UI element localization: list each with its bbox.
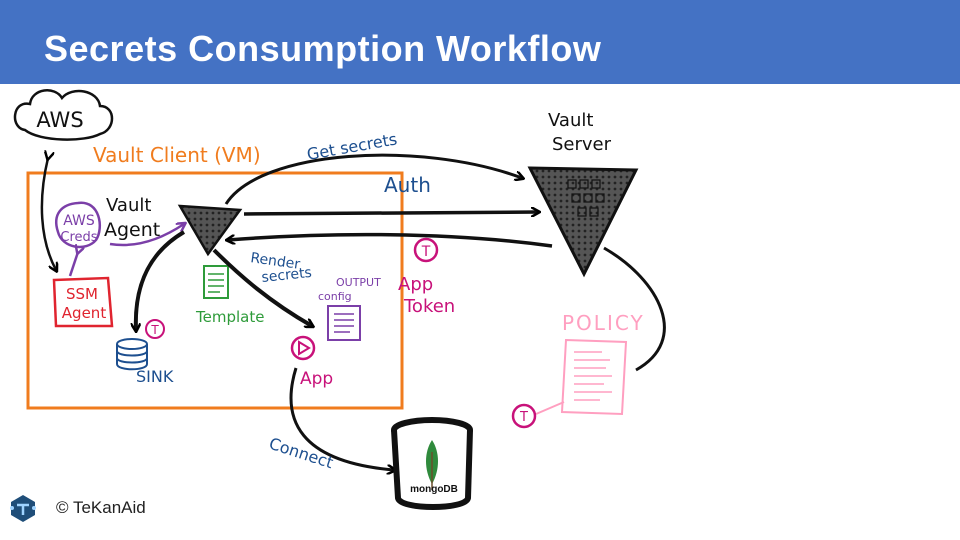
vault-client-vm-box — [26, 171, 404, 410]
render-secrets-arrow — [212, 248, 312, 326]
output-config-label-2: config — [318, 290, 352, 303]
app-label: App — [300, 369, 333, 389]
connect-label: Connect — [267, 434, 336, 473]
vault-agent-triangle — [177, 204, 243, 257]
aws-ssm-arrow — [40, 158, 56, 270]
auth-arrow — [243, 212, 538, 214]
vault-server-triangle — [527, 166, 639, 278]
template-document-icon — [203, 265, 229, 299]
agent-sink-arrow — [136, 230, 186, 330]
policy-label: POLICY — [562, 311, 645, 335]
mongodb-cylinder-icon — [391, 417, 473, 510]
svg-text:Creds: Creds — [60, 230, 97, 245]
tekanaid-logo-icon — [10, 495, 36, 522]
app-token-label-1: App — [398, 274, 433, 295]
ssm-agent: SSM Agent — [52, 276, 114, 328]
output-config-document-icon — [327, 305, 361, 341]
get-secrets-label: Get secrets — [305, 129, 398, 164]
page-title: Secrets Consumption Workflow — [44, 28, 602, 69]
svg-text:SSM: SSM — [66, 285, 98, 303]
policy-token-link — [535, 401, 565, 415]
app-token-badge: T — [413, 237, 439, 263]
vault-server-grid-icon — [567, 179, 605, 217]
policy-document-icon — [560, 338, 628, 416]
vault-agent-label-2: Agent — [104, 219, 160, 241]
aws-cloud: AWS — [13, 89, 114, 141]
vault-agent-label-1: Vault — [106, 195, 151, 216]
connect-arrow — [289, 367, 394, 470]
svg-text:T: T — [150, 323, 159, 337]
sink-db-icon — [116, 338, 148, 371]
template-label: Template — [195, 308, 264, 326]
sink-token-badge: T — [145, 319, 165, 339]
render-secrets-label-1: Render — [249, 250, 301, 273]
copyright-text: © TeKanAid — [56, 498, 146, 517]
aws-creds: AWS Creds — [55, 201, 102, 249]
aws-label: AWS — [36, 108, 83, 132]
app-token-label-2: Token — [403, 296, 455, 317]
svg-text:T: T — [519, 410, 528, 425]
vault-server-label-2: Server — [552, 134, 612, 155]
vault-server-label-1: Vault — [548, 110, 593, 131]
get-secrets-arrow — [224, 153, 522, 205]
sink-label: SINK — [136, 367, 174, 386]
vault-client-label: Vault Client (VM) — [93, 143, 261, 167]
svg-text:AWS: AWS — [63, 213, 95, 229]
mongodb-label: mongoDB — [410, 484, 458, 495]
svg-text:Agent: Agent — [62, 304, 107, 322]
header-bar: Secrets Consumption Workflow — [0, 0, 960, 84]
auth-label: Auth — [384, 173, 431, 197]
server-policy-link — [603, 246, 666, 372]
svg-text:T: T — [421, 244, 431, 260]
app-play-icon — [290, 335, 316, 361]
agent-arrow — [109, 224, 184, 247]
app-token-arrow — [228, 232, 553, 248]
creds-ssm-arrow — [68, 252, 78, 277]
footer: © TeKanAid — [8, 492, 146, 524]
render-secrets-label-2: secrets — [261, 265, 313, 286]
output-config-label-1: OUTPUT — [336, 276, 381, 289]
policy-token-badge: T — [511, 403, 537, 429]
